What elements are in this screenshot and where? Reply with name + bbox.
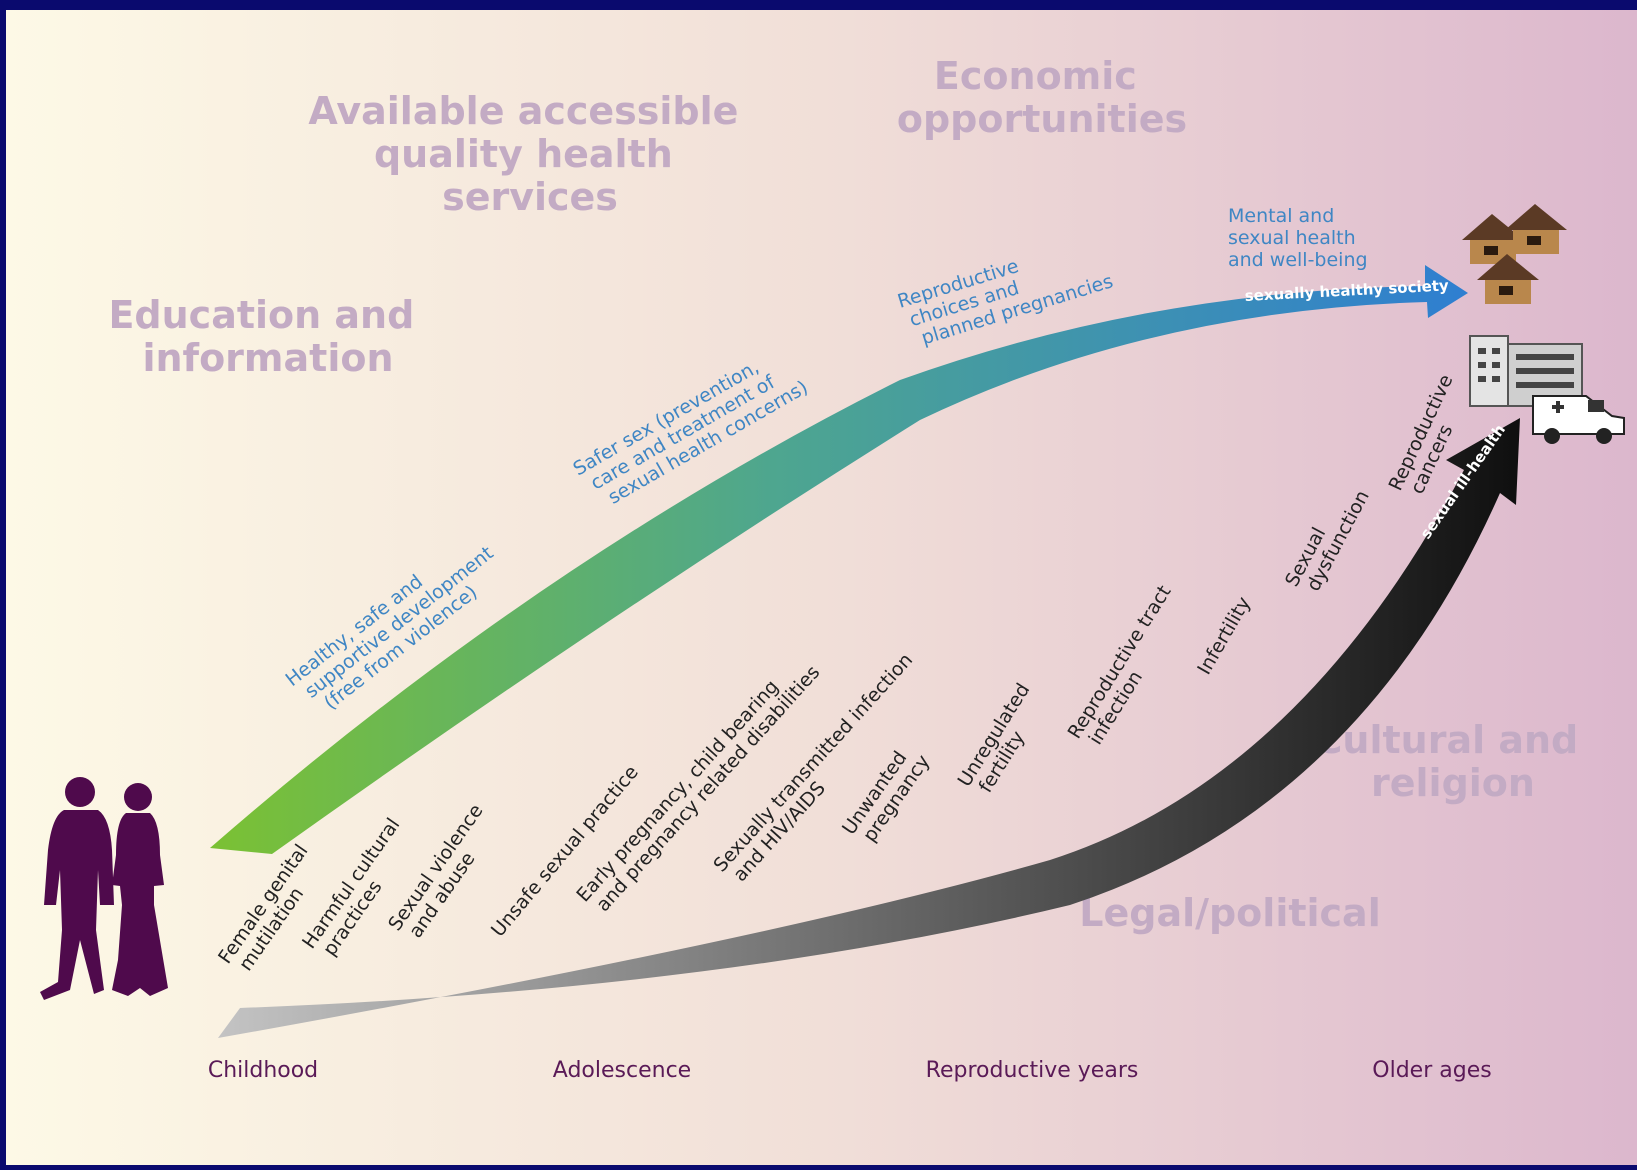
factor-health-services: Available accessible quality health serv… [308, 89, 751, 219]
stage-childhood: Childhood [208, 1058, 318, 1083]
huts-icon [1462, 204, 1567, 304]
factor-education: Education and information [108, 293, 427, 380]
stage-reproductive-years: Reproductive years [926, 1058, 1139, 1083]
outcome-mental-health: Mental and sexual health and well-being [1228, 205, 1368, 271]
walking-couple-icon [40, 777, 168, 1000]
ambulance-icon [1532, 395, 1625, 444]
factor-economic: Economic opportunities [897, 54, 1187, 141]
positive-arrow [210, 265, 1468, 854]
negative-arrow [218, 418, 1520, 1038]
factor-cultural: Cultural and religion [1315, 718, 1592, 805]
diagram-panel [6, 10, 1637, 1165]
stage-older-ages: Older ages [1372, 1058, 1491, 1083]
factor-legal: Legal/political [1079, 891, 1380, 935]
stage-adolescence: Adolescence [553, 1058, 691, 1083]
